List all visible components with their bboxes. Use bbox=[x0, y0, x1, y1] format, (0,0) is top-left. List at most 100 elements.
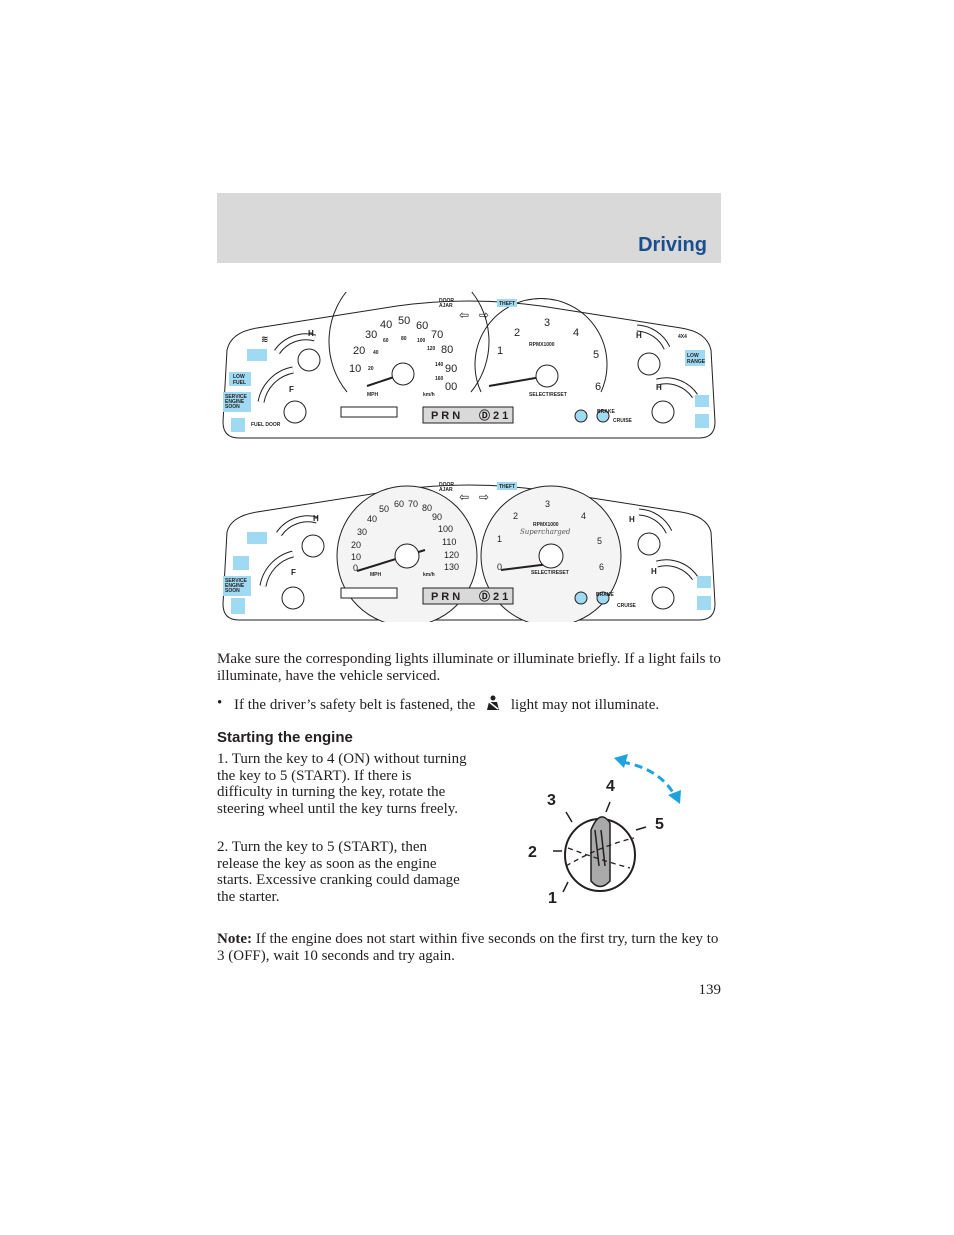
seatbelt-indicator bbox=[231, 418, 245, 432]
fuel-f-label: F bbox=[291, 568, 296, 577]
tach-tick-4: 4 bbox=[581, 511, 586, 521]
overdrive-d-glyph: Ⓓ bbox=[479, 408, 490, 422]
speedo-tick-60: 60 bbox=[416, 320, 428, 332]
intro-paragraph: Make sure the corresponding lights illum… bbox=[217, 651, 721, 684]
arrow-head-forward-icon bbox=[668, 790, 681, 804]
tach-tick-6: 6 bbox=[595, 381, 601, 393]
step-2: 2. Turn the key to 5 (START), then relea… bbox=[217, 839, 460, 905]
speedo-tick-40: 40 bbox=[380, 319, 392, 331]
section-title: Driving bbox=[638, 234, 707, 256]
brake-indicator bbox=[596, 591, 610, 605]
service-label-1: SERVICE bbox=[225, 578, 248, 584]
bullet-text-before: If the driver’s safety belt is fastened,… bbox=[234, 697, 476, 713]
speedo-tick-0: 0 bbox=[353, 563, 358, 573]
speedo-tick-50: 50 bbox=[398, 315, 410, 327]
brake-label: BRAKE bbox=[596, 592, 614, 598]
service-label-3: SOON bbox=[225, 404, 240, 410]
kmh-tick-2: 40 bbox=[373, 350, 379, 356]
theft-indicator bbox=[497, 482, 517, 490]
prnd-label: P R N bbox=[431, 591, 460, 603]
kmh-unit: km/h bbox=[423, 572, 435, 578]
tach-hub bbox=[538, 543, 564, 569]
arrow-head-back-icon bbox=[614, 754, 628, 768]
speedo-tick-120: 120 bbox=[444, 550, 459, 560]
tach-hub bbox=[535, 364, 559, 388]
prnd-display bbox=[422, 587, 514, 605]
brake-indicator bbox=[596, 409, 610, 423]
airbag-indicator bbox=[697, 596, 711, 610]
tach-tick-1: 1 bbox=[497, 345, 503, 357]
service-engine-indicator bbox=[223, 392, 251, 412]
speedo-hub bbox=[394, 543, 420, 569]
tach-tick-6: 6 bbox=[599, 562, 604, 572]
low-range-indicator bbox=[685, 350, 705, 366]
oil-gauge-hub bbox=[651, 586, 675, 610]
kmh-tick-6: 120 bbox=[427, 346, 436, 352]
speedo-tick-50: 50 bbox=[379, 504, 389, 514]
ignition-label-5: 5 bbox=[655, 816, 664, 833]
tach-tick-0: 0 bbox=[497, 562, 502, 572]
door-ajar-label-2: AJAR bbox=[439, 303, 453, 309]
cruise-label: CRUISE bbox=[617, 603, 637, 609]
kmh-tick-1: 20 bbox=[368, 366, 374, 372]
speedo-tick-20: 20 bbox=[351, 540, 361, 550]
right-turn-arrow-icon: ⇨ bbox=[479, 490, 489, 504]
oil-pressure-indicator bbox=[247, 532, 267, 544]
four-wheel-indicator bbox=[695, 395, 709, 407]
bullet-text: If the driver’s safety belt is fastened,… bbox=[234, 695, 659, 714]
mph-unit: MPH bbox=[370, 572, 382, 578]
speedo-tick-130: 130 bbox=[444, 562, 459, 572]
coolant-icon: ≋ bbox=[261, 334, 269, 344]
tach-tick-3: 3 bbox=[545, 499, 550, 509]
speedo-tick-20: 20 bbox=[353, 345, 365, 357]
kmh-unit: km/h bbox=[423, 392, 435, 398]
speedo-tick-80: 80 bbox=[441, 344, 453, 356]
oil-h-label: H bbox=[656, 383, 662, 392]
speedo-tick-30: 30 bbox=[365, 329, 377, 341]
ignition-label-1: 1 bbox=[548, 890, 557, 907]
theft-indicator bbox=[497, 299, 517, 307]
tach-needle bbox=[500, 563, 550, 571]
overdrive-d-glyph: Ⓓ bbox=[479, 589, 490, 603]
select-reset-label: SELECT/RESET bbox=[529, 392, 567, 398]
tachometer-bezel bbox=[474, 298, 608, 393]
note-paragraph: Note: If the engine does not start withi… bbox=[217, 931, 721, 964]
battery-gauge-hub bbox=[637, 532, 661, 556]
prnd-label: P R N bbox=[431, 410, 460, 422]
speedo-tick-100: 00 bbox=[445, 381, 457, 393]
speedo-tick-60: 60 bbox=[394, 499, 404, 509]
header-band: Driving bbox=[217, 193, 721, 263]
step-1: 1. Turn the key to 4 (ON) without turnin… bbox=[217, 751, 467, 817]
door-ajar-label-1: DOOR bbox=[439, 482, 454, 488]
kmh-tick-8: 160 bbox=[435, 376, 444, 382]
cluster-2-drawing: H F SERVICE ENGINE SOON 0 10 20 30 40 50… bbox=[222, 482, 716, 622]
supercharged-script: Supercharged bbox=[520, 528, 571, 536]
ignition-label-3: 3 bbox=[547, 792, 556, 809]
tach-tick-4: 4 bbox=[573, 327, 579, 339]
ignition-switch-diagram: 1 2 3 4 5 bbox=[528, 754, 681, 907]
speedo-tick-10: 10 bbox=[349, 363, 361, 375]
four-wheel-indicator bbox=[697, 576, 711, 588]
bullet-marker: • bbox=[217, 695, 223, 711]
low-fuel-indicator bbox=[229, 372, 251, 386]
four-by-four-label: 4X4 bbox=[678, 334, 687, 340]
ignition-label-2: 2 bbox=[528, 844, 537, 861]
service-engine-indicator bbox=[223, 576, 251, 596]
speedo-tick-10: 10 bbox=[351, 552, 361, 562]
airbag-indicator bbox=[695, 414, 709, 428]
speedo-tick-70: 70 bbox=[431, 329, 443, 341]
abs-indicator bbox=[574, 409, 588, 423]
prnd-display bbox=[422, 406, 514, 424]
service-label-2: ENGINE bbox=[225, 583, 245, 589]
kmh-tick-5: 100 bbox=[417, 338, 426, 344]
page-number: 139 bbox=[698, 982, 722, 998]
bullet-text-after: light may not illuminate. bbox=[510, 697, 660, 713]
ignition-label-4: 4 bbox=[606, 778, 615, 795]
tach-tick-2: 2 bbox=[514, 327, 520, 339]
battery-h-label: H bbox=[629, 515, 635, 524]
tach-unit-label: RPMX1000 bbox=[529, 342, 555, 348]
service-label-3: SOON bbox=[225, 588, 240, 594]
theft-label: THEFT bbox=[499, 301, 515, 307]
right-turn-arrow-icon: ⇨ bbox=[479, 308, 489, 322]
speedo-tick-110: 110 bbox=[442, 537, 456, 547]
